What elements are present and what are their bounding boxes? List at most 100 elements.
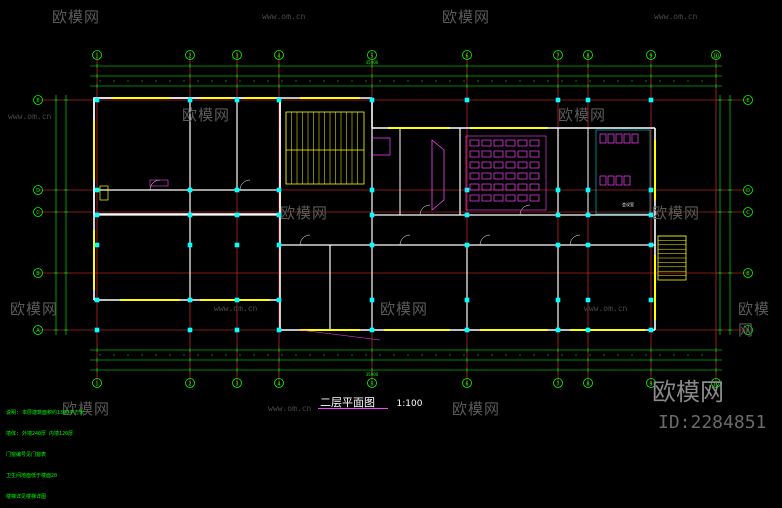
- note-line: 楼梯详见楼梯详图: [6, 494, 47, 500]
- seat-row: [529, 161, 540, 169]
- column: [555, 327, 561, 333]
- column: [648, 97, 654, 103]
- axis-bubble: [462, 378, 472, 388]
- axis-label-left: A: [36, 328, 40, 334]
- axis-bubble: [33, 207, 43, 217]
- column: [94, 297, 100, 303]
- column: [369, 242, 375, 248]
- axis-label-top: 9: [649, 54, 652, 60]
- door-swing: [479, 234, 491, 246]
- stairs: [285, 111, 687, 281]
- column: [234, 297, 240, 303]
- axis-bubble: [743, 268, 753, 278]
- column: [187, 297, 193, 303]
- seat-row: [529, 139, 540, 147]
- column: [464, 187, 470, 193]
- axis-bubble: [367, 50, 377, 60]
- axis-bubble: [553, 50, 563, 60]
- note-line: 卫生间地面低于楼面20: [6, 473, 58, 479]
- seat-row: [493, 150, 504, 158]
- door-swing: [569, 234, 581, 246]
- title-underline: [318, 408, 388, 409]
- axis-bubble: [743, 185, 753, 195]
- axis-bubble: [462, 50, 472, 60]
- axis-bubble: [646, 378, 656, 388]
- drawing-title-block: 二层平面图 1:100: [320, 394, 422, 410]
- axis-label-top: 6: [465, 54, 468, 60]
- toilet-stall: [623, 133, 631, 144]
- column: [585, 212, 591, 218]
- seat-row: [493, 139, 504, 147]
- column: [585, 242, 591, 248]
- column: [585, 187, 591, 193]
- toilet-stall: [599, 133, 607, 144]
- column: [234, 242, 240, 248]
- watermark-brand: 欧模网: [10, 300, 59, 318]
- seat-row: [505, 139, 516, 147]
- drawing-title: 二层平面图: [320, 396, 375, 409]
- seat-row: [469, 194, 480, 202]
- overall-dimension-bottom: 35900: [366, 372, 379, 377]
- axis-bubble: [743, 207, 753, 217]
- watermark-url: www.om.cn: [8, 112, 52, 121]
- toilet-stall: [615, 175, 623, 186]
- watermark-id: ID:2284851: [658, 412, 767, 433]
- walls: [93, 97, 656, 333]
- door-swing: [299, 234, 311, 246]
- watermark-url: www.om.cn: [268, 404, 312, 413]
- axis-label-top: 1: [95, 54, 98, 60]
- drawing-notes: 说明: 本层建筑面积约1300平方米 墙体: 外墙240厚 内墙120厚 门窗编…: [6, 396, 84, 508]
- seat-row: [469, 183, 480, 191]
- column: [369, 327, 375, 333]
- axis-bubble: [33, 268, 43, 278]
- column: [187, 327, 193, 333]
- seat-row: [493, 172, 504, 180]
- column: [464, 297, 470, 303]
- column: [94, 242, 100, 248]
- desk: [149, 179, 169, 187]
- axis-bubble: [743, 325, 753, 335]
- seat-row: [481, 172, 492, 180]
- column: [464, 97, 470, 103]
- door-swing: [419, 204, 431, 216]
- toilet-stall: [631, 133, 639, 144]
- axis-label-top: 8: [586, 54, 589, 60]
- axis-bubble: [711, 50, 721, 60]
- seat-row: [529, 150, 540, 158]
- seat-row: [517, 172, 528, 180]
- seat-row: [481, 161, 492, 169]
- column: [187, 212, 193, 218]
- axis-bubble: [92, 378, 102, 388]
- column: [648, 242, 654, 248]
- axis-bubble: [646, 50, 656, 60]
- toilet-stall: [607, 175, 615, 186]
- seat-row: [481, 150, 492, 158]
- axis-label-left: E: [36, 98, 39, 104]
- watermark-brand: 欧模网: [52, 8, 101, 26]
- column: [585, 297, 591, 303]
- axis-bubble: [33, 325, 43, 335]
- column: [276, 327, 282, 333]
- axis-bubble: [185, 378, 195, 388]
- seat-row: [529, 172, 540, 180]
- axis-bubble: [583, 50, 593, 60]
- column: [555, 297, 561, 303]
- seat-row: [481, 183, 492, 191]
- door-swing: [399, 234, 411, 246]
- toilet-stall: [599, 175, 607, 186]
- axis-label-bottom: 9: [649, 382, 652, 388]
- toilet-stall: [615, 133, 623, 144]
- note-line: 墙体: 外墙240厚 内墙120厚: [6, 431, 74, 437]
- watermark-brand-large: 欧模网: [652, 378, 724, 406]
- overall-dimension-top: 35900: [366, 60, 379, 65]
- watermark-brand: 欧模网: [442, 8, 491, 26]
- column: [187, 242, 193, 248]
- axis-label-top: 2: [188, 54, 191, 60]
- fixture: [372, 137, 391, 156]
- watermark-brand: 欧模网: [652, 204, 701, 222]
- column: [276, 297, 282, 303]
- axis-label-right: D: [746, 188, 750, 194]
- axis-bubble: [274, 50, 284, 60]
- seat-row: [481, 194, 492, 202]
